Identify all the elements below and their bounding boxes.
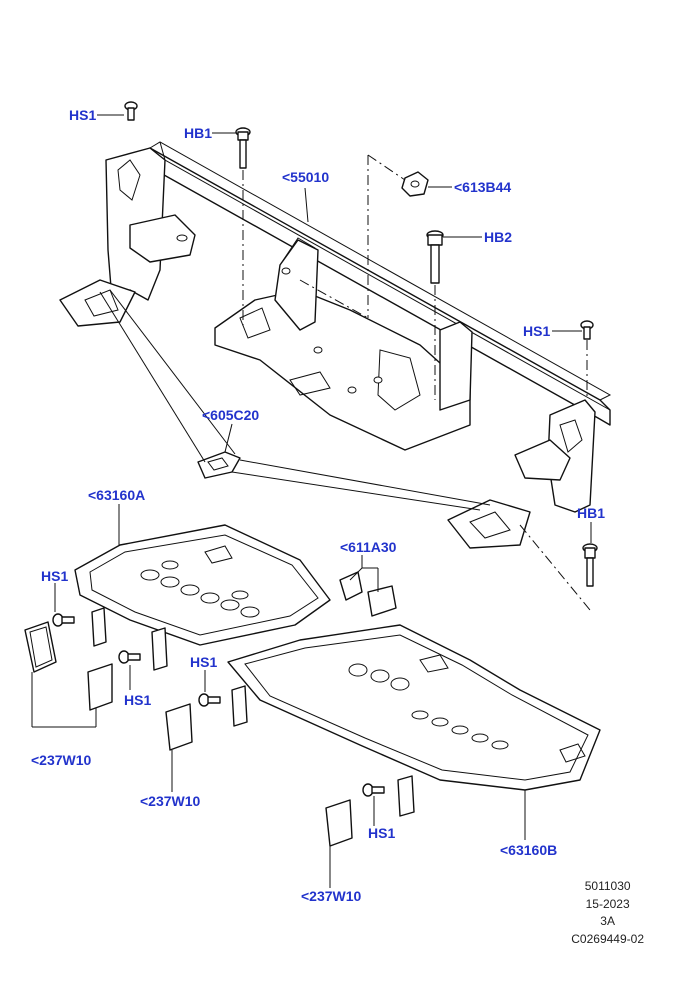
label-hs1-mid: HS1	[124, 692, 151, 708]
bolt-hb1-right	[582, 543, 598, 587]
label-hb2: HB2	[484, 229, 512, 245]
pad-237w10-mid	[165, 703, 193, 751]
label-605c20: <605C20	[202, 407, 259, 423]
label-hb1-left: HB1	[184, 125, 212, 141]
label-hs1-top: HS1	[69, 107, 96, 123]
label-237w10-left: <237W10	[31, 752, 92, 768]
label-hs1-left: HS1	[41, 568, 68, 584]
panel-63160b	[227, 624, 601, 817]
label-hb1-right: HB1	[577, 505, 605, 521]
label-63160b: <63160B	[500, 842, 557, 858]
pad-237w10-left-2	[87, 663, 113, 711]
seat-frame-55010	[59, 141, 612, 549]
label-hs1-center: HS1	[190, 654, 217, 670]
label-237w10-mid: <237W10	[140, 793, 201, 809]
bracket-611a30	[339, 571, 397, 617]
panel-a-holes	[140, 560, 260, 618]
callout-labels: HS1 HB1 <55010 <613B44 HB2 HS1 <605C20 <…	[31, 107, 605, 904]
screw-hs1-top	[124, 101, 138, 121]
panel-b-holes	[348, 663, 509, 750]
label-613b44: <613B44	[454, 179, 511, 195]
screw-hs1-right	[580, 320, 594, 340]
label-63160a: <63160A	[88, 487, 145, 503]
label-237w10-bottom: <237W10	[301, 888, 362, 904]
bolt-hb2	[426, 230, 444, 284]
drawing-sheet: 3A	[600, 914, 615, 928]
label-hs1-right: HS1	[523, 323, 550, 339]
nut-613b44	[401, 171, 429, 197]
bolt-hb1-left	[235, 127, 251, 169]
label-hs1-bottom: HS1	[368, 825, 395, 841]
assembly-lines	[242, 154, 591, 611]
screw-hs1-left	[52, 613, 75, 627]
label-55010: <55010	[282, 169, 329, 185]
drawing-number: 5011030	[584, 879, 631, 893]
drawing-reference: C0269449-02	[571, 931, 644, 946]
drawing-date: 15-2023	[585, 896, 630, 911]
drawing-info-block: 5011030 15-2023 3A C0269449-02	[571, 878, 644, 948]
leader-lines	[31, 114, 592, 888]
clip-605c20	[99, 289, 491, 511]
panel-63160a	[74, 524, 331, 671]
screw-hs1-center	[198, 693, 221, 707]
pad-237w10-left-1	[24, 621, 57, 673]
pad-237w10-bottom	[325, 799, 353, 847]
screw-hs1-mid	[118, 650, 141, 664]
label-611a30: <611A30	[340, 539, 397, 555]
screw-hs1-bottom	[362, 783, 385, 797]
